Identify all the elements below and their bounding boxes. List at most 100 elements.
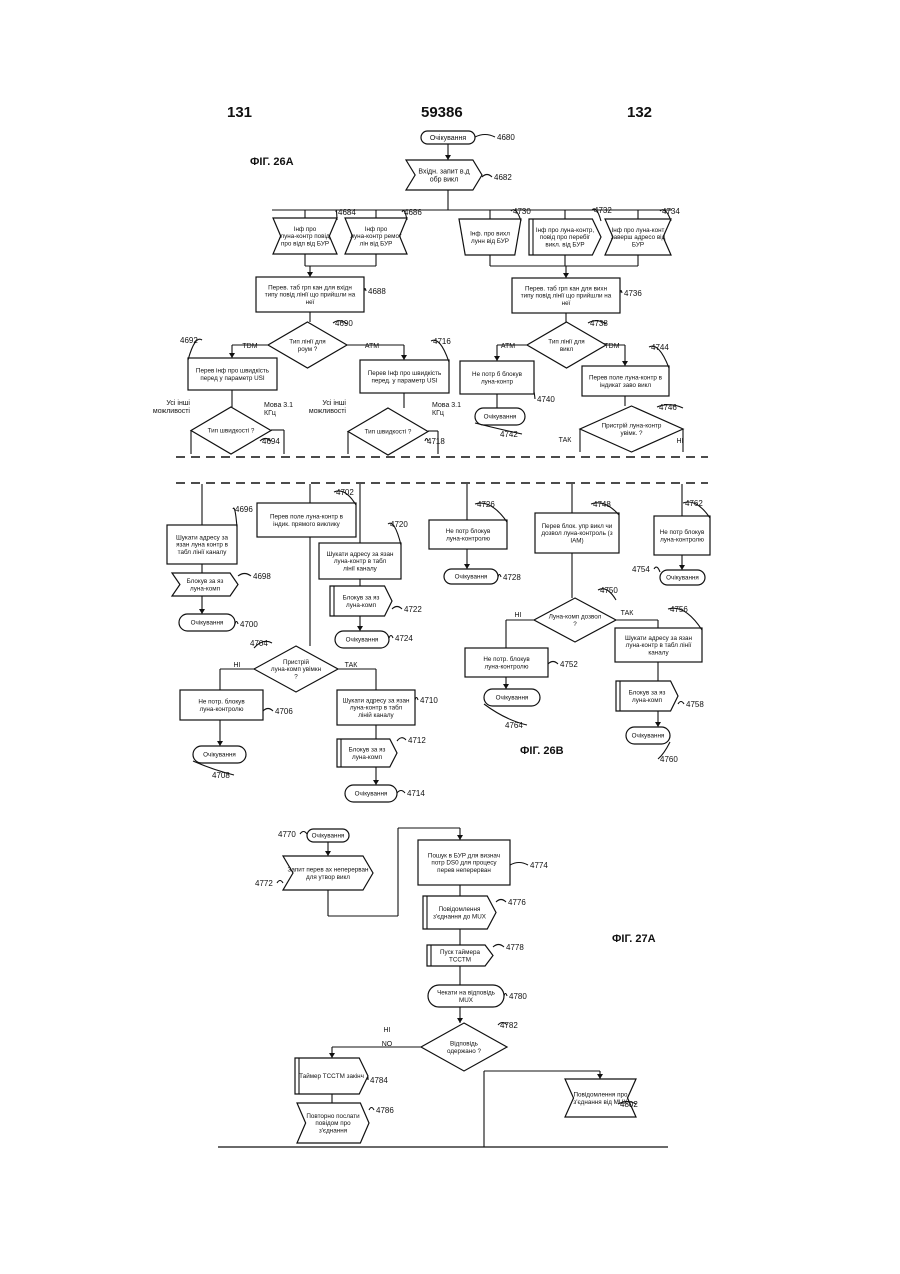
node-4770-ref-leader	[300, 832, 307, 835]
node-4752-ref: 4752	[560, 660, 578, 669]
arrowhead-0	[445, 155, 451, 160]
node-4716-ref: 4716	[433, 337, 451, 346]
node-4708-ref: 4708	[212, 771, 230, 780]
node-4686-ref: 4686	[404, 208, 422, 217]
node-4714-ref: 4714	[407, 789, 425, 798]
node-4728-ref: 4728	[503, 573, 521, 582]
node-4680-ref-leader	[475, 135, 495, 138]
arrowhead-16	[457, 835, 463, 840]
node-4724-label: Очікування	[346, 636, 379, 644]
node-4682-ref: 4682	[494, 173, 512, 182]
node-4700-label: Очікування	[191, 619, 224, 627]
node-4682-ref-leader	[482, 175, 492, 178]
node-4758-ref: 4758	[686, 700, 704, 709]
node-4708-label: Очікування	[203, 751, 236, 759]
arrowhead-8	[357, 626, 363, 631]
node-4742-label: Очікування	[484, 413, 517, 421]
node-4734-ref: 4734	[662, 207, 680, 216]
node-4698-ref-leader	[238, 574, 251, 577]
node-4762-label: Не потр блокувлуна-контролю	[660, 528, 705, 543]
node-4780-ref-leader	[504, 994, 507, 997]
node-4722-ref-leader	[392, 607, 402, 610]
node-4780-ref: 4780	[509, 992, 527, 1001]
node-4706-label: Не потр. блокувлуна-контролю	[198, 698, 245, 713]
edge-label-tdm-b: TDM	[604, 343, 619, 350]
edge-label-atm-a: ATM	[365, 343, 379, 350]
edge-label-atm-b: ATM	[501, 343, 515, 350]
node-4684-ref: 4684	[338, 208, 356, 217]
arrowhead-14	[655, 722, 661, 727]
node-4692-label: Перев інф про швидкістьперед у параметр …	[196, 367, 270, 382]
node-4702-label: Перев поле луна-контр віндик. прямого ви…	[270, 514, 344, 528]
node-4776-ref-leader	[496, 900, 506, 903]
node-4724-ref-leader	[389, 636, 393, 639]
node-4724-ref: 4724	[395, 634, 413, 643]
edge-label-usi-b: Усі іншіможливості	[309, 399, 347, 415]
edge-label-ni-a: НІ	[677, 438, 684, 445]
edge-label-tak-c: ТАК	[621, 610, 635, 617]
node-4786-ref-leader	[369, 1108, 374, 1111]
node-4774-ref: 4774	[530, 861, 548, 870]
edge-label-ni-b: НІ	[234, 662, 241, 669]
node-4714-label: Очікування	[355, 790, 388, 798]
node-4764-label: Очікування	[496, 694, 529, 702]
node-4706-ref-leader	[263, 709, 273, 712]
node-4698-ref: 4698	[253, 572, 271, 581]
node-4774-label: Пошук в БУР для визначпотр DS0 для проце…	[428, 852, 500, 873]
node-4760-ref: 4760	[660, 755, 678, 764]
arrowhead-7	[199, 609, 205, 614]
node-4754-ref: 4754	[632, 565, 650, 574]
arrowhead-12	[679, 565, 685, 570]
node-4710-ref: 4710	[420, 696, 438, 705]
node-4770-label: Очікування	[312, 832, 345, 840]
node-4778-ref-leader	[493, 945, 504, 948]
node-4786-ref: 4786	[376, 1106, 394, 1115]
node-4782-label: Відповідьодержано ?	[447, 1040, 481, 1055]
node-4706-ref: 4706	[275, 707, 293, 716]
node-4776-label: Повідомленняз'єднання до MUX	[433, 905, 487, 920]
node-4694-label: Тип швидкості ?	[208, 427, 255, 435]
node-4696-label: Шукати адресу заязан луна контр втабл лі…	[176, 534, 229, 555]
node-4718-ref: 4718	[427, 437, 445, 446]
edge-label-tak-b: ТАК	[345, 662, 359, 669]
arrowhead-15	[325, 851, 331, 856]
node-4712-ref-leader	[397, 738, 406, 741]
node-4692-ref: 4692	[180, 336, 198, 345]
node-4730-label: Інф. про вихллунн від БУР	[470, 231, 510, 245]
arrowhead-17	[457, 1018, 463, 1023]
node-4772-ref-leader	[277, 881, 283, 884]
node-4740-ref-leader	[534, 392, 535, 399]
node-4726-label: Не потр блокувлуна-контролю	[446, 527, 491, 542]
edge-label-tak-a: ТАК	[559, 437, 573, 444]
flowchart-shapes: ОчікуванняВхідн. запит в.добр виклІнф пр…	[167, 131, 710, 1143]
node-4728-label: Очікування	[455, 573, 488, 581]
node-4784-ref: 4784	[370, 1076, 388, 1085]
edge-label-mova-b: Мова 3.1КГц	[432, 402, 461, 417]
node-4698-label: Блокув за язлуна-комп	[187, 578, 224, 592]
node-4736-ref: 4736	[624, 289, 642, 298]
node-4714-ref-leader	[397, 791, 405, 794]
edge-label-ni-d: НІ	[384, 1027, 391, 1034]
node-4754-ref-leader	[654, 567, 660, 572]
node-4752-ref-leader	[548, 662, 558, 665]
node-4784-label: Таймер TCCTM закінч	[299, 1072, 364, 1080]
node-4778-ref: 4778	[506, 943, 524, 952]
node-4710-ref-leader	[415, 698, 418, 701]
node-4716-label: Перев Інф про швидкістьперед. у параметр…	[368, 369, 442, 384]
node-4700-ref: 4700	[240, 620, 258, 629]
arrowhead-2	[563, 273, 569, 278]
node-4758-ref-leader	[678, 702, 684, 705]
node-4750-ref: 4750	[600, 586, 618, 595]
edge-label-no-d: NO	[382, 1041, 393, 1048]
arrowhead-10	[373, 780, 379, 785]
node-4736-ref-leader	[620, 291, 622, 294]
node-4712-label: Блокув за язлуна-комп	[349, 747, 386, 761]
node-4722-ref: 4722	[404, 605, 422, 614]
node-4740-ref: 4740	[537, 395, 555, 404]
arrowhead-6	[622, 361, 628, 366]
node-4688-ref: 4688	[368, 287, 386, 296]
node-4770-ref: 4770	[278, 830, 296, 839]
node-4776-ref: 4776	[508, 898, 526, 907]
edge-label-mova-a: Мова 3.1КГц	[264, 402, 293, 417]
